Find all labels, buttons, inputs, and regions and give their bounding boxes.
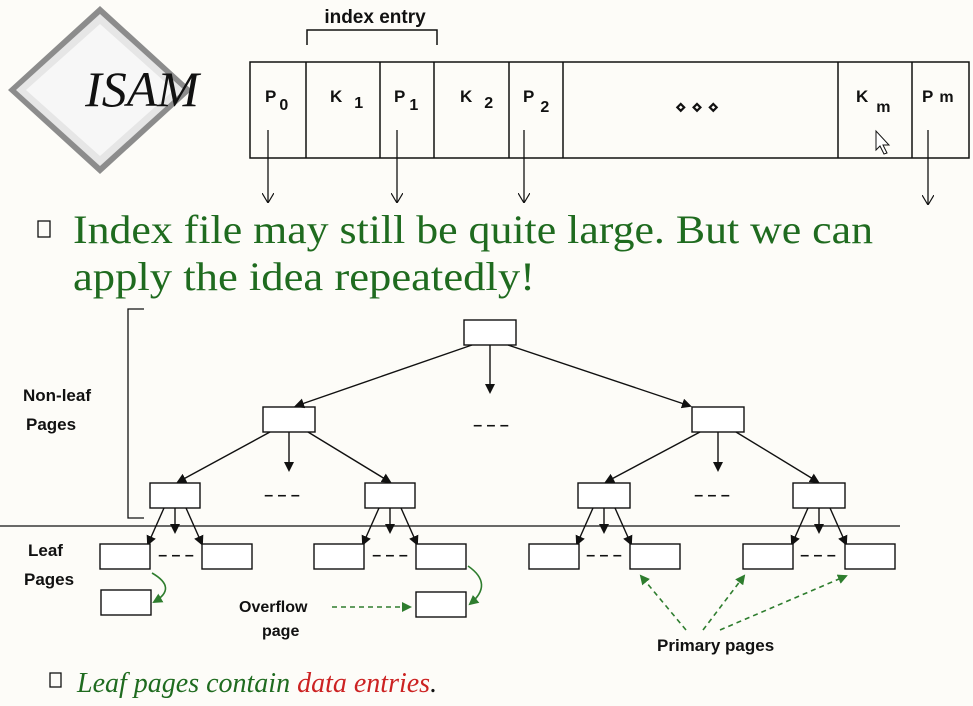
- primary-arrow-3: [719, 574, 848, 631]
- tree-ellipsis-1: – – –: [473, 417, 509, 434]
- index-entry-label: index entry: [324, 7, 426, 28]
- bullet-1-line-1: Index file may still be quite large. But…: [73, 207, 873, 252]
- level3-node-1: [149, 482, 201, 509]
- leaf-page-5: [528, 543, 580, 570]
- overflow-curve-2: [467, 565, 483, 606]
- bullet-1: Index file may still be quite large. But…: [37, 207, 873, 299]
- bullet-2-suffix: .: [430, 668, 437, 699]
- tree-ellipsis-4: – – –: [158, 547, 194, 564]
- level3-node-4: [792, 482, 846, 509]
- overflow-label-2: page: [262, 623, 299, 640]
- bullet-2-prefix: Leaf pages contain: [76, 668, 297, 699]
- bullet-1-line-2: apply the idea repeatedly!: [73, 254, 535, 299]
- leaf-label-2: Pages: [24, 570, 74, 589]
- primary-arrow-1: [639, 574, 687, 631]
- overflow-page-1: [100, 589, 152, 616]
- leaf-page-3: [313, 543, 365, 570]
- isam-tree: Non-leaf Pages Leaf Pages: [0, 308, 900, 655]
- isam-logo: ISAM: [8, 6, 201, 174]
- overflow-label-1: Overflow: [239, 599, 308, 616]
- level3-node-3: [577, 482, 631, 509]
- overflow-page-2: [415, 591, 467, 618]
- tree-ellipsis-5: – – –: [372, 547, 408, 564]
- overflow-curve-1: [151, 572, 167, 604]
- primary-arrow-2: [702, 574, 746, 631]
- bullet-2: Leaf pages contain data entries.: [49, 668, 437, 699]
- leaf-page-8: [844, 543, 896, 570]
- level2-node-left: [262, 406, 316, 433]
- pointer-arrows: [268, 130, 928, 204]
- bullet-2-text: Leaf pages contain data entries.: [76, 668, 437, 699]
- cell-km: Km: [856, 87, 891, 116]
- leaf-page-4: [415, 543, 467, 570]
- leaf-page-1: [99, 543, 151, 570]
- tree-ellipsis-3: – – –: [694, 487, 730, 504]
- nonleaf-label-1: Non-leaf: [23, 386, 91, 405]
- level3-node-2: [364, 482, 416, 509]
- bullet-2-highlight: data entries: [297, 668, 430, 699]
- cell-ellipsis: ⋄ ⋄ ⋄: [675, 97, 719, 117]
- index-entry-bracket: index entry: [306, 7, 438, 45]
- tree-ellipsis-6: – – –: [586, 547, 622, 564]
- primary-pages-label: Primary pages: [657, 636, 774, 655]
- root-node: [463, 319, 517, 346]
- bullet-box-icon: [37, 220, 51, 238]
- tree-ellipsis-2: – – –: [264, 487, 300, 504]
- tree-ellipsis-7: – – –: [800, 547, 836, 564]
- cell-p2: P2: [523, 87, 549, 116]
- nonleaf-bracket: [127, 308, 144, 519]
- nonleaf-label-2: Pages: [26, 415, 76, 434]
- leaf-page-2: [201, 543, 253, 570]
- level2-node-right: [691, 406, 745, 433]
- leaf-label-1: Leaf: [28, 541, 63, 560]
- bullet-box-icon-2: [49, 672, 62, 688]
- leaf-page-6: [629, 543, 681, 570]
- leaf-page-7: [742, 543, 794, 570]
- page-title: ISAM: [84, 61, 201, 117]
- cursor-icon: [875, 129, 891, 155]
